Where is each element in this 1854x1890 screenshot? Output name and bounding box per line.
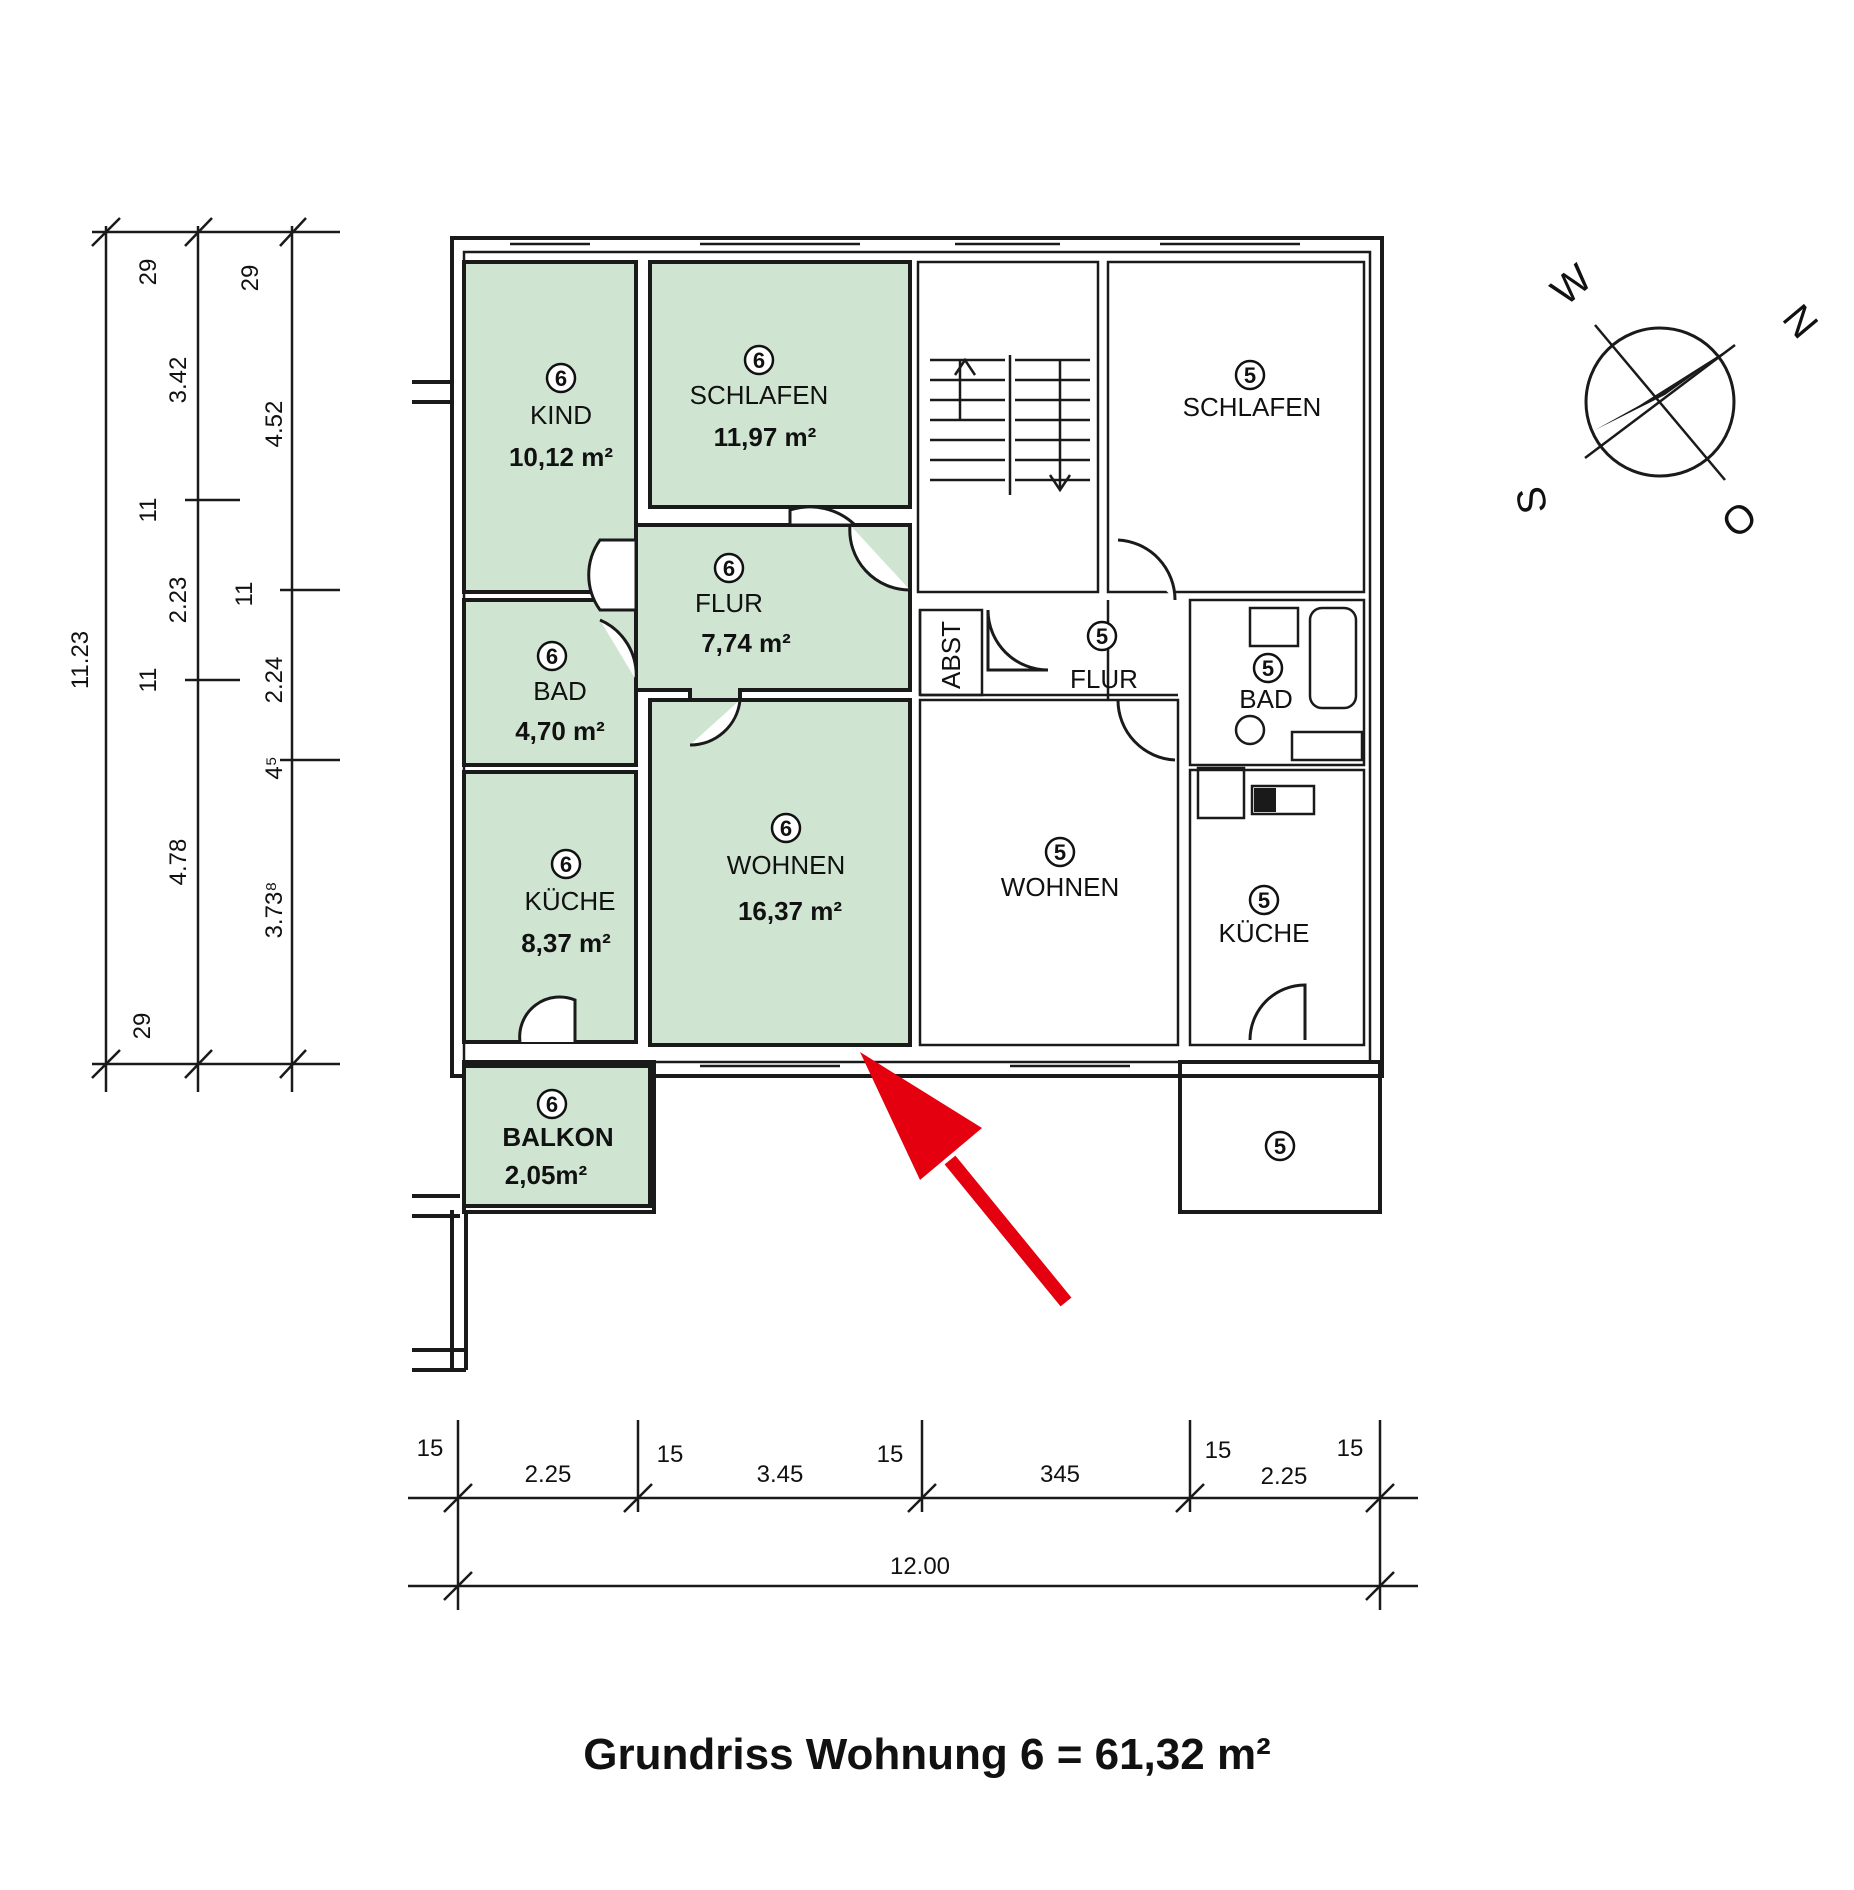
room-name-schlafen-6: SCHLAFEN [690, 380, 829, 410]
room-name-kueche-5: KÜCHE [1218, 918, 1309, 948]
unit-badge: 5 [1244, 363, 1256, 388]
room-labels-5: 5 SCHLAFEN 5 FLUR 5 BAD 5 WOHNEN 5 KÜCHE… [1001, 359, 1322, 1162]
unit-badge: 5 [1054, 840, 1066, 865]
red-arrow-icon [860, 1052, 1072, 1307]
dim-left-mid: 29 [135, 259, 162, 286]
room-labels-6: 6 KIND 10,12 m² 6 SCHLAFEN 11,97 m² 6 FL… [502, 344, 845, 1190]
unit-badge: 6 [753, 348, 765, 373]
room-name-bad-6: BAD [533, 676, 586, 706]
unit-badge: 6 [555, 366, 567, 391]
compass-n-label: N [1774, 296, 1826, 346]
dim-bottom-total: 12.00 [890, 1553, 950, 1580]
apartment-6 [462, 260, 912, 1208]
room-name-wohnen-6: WOHNEN [727, 850, 845, 880]
dim-left-mid: 3.42 [165, 357, 192, 404]
room-kind [462, 260, 638, 594]
dim-left-inner: 4.52 [261, 401, 288, 448]
unit-badge: 6 [723, 556, 735, 581]
room-name-flur-6: FLUR [695, 588, 763, 618]
dim-bottom: 3.45 [757, 1461, 804, 1488]
unit-badge: 6 [780, 816, 792, 841]
room-area-flur-6: 7,74 m² [701, 628, 791, 658]
dim-left-inner: 29 [237, 265, 264, 292]
room-area-balkon-6: 2,05m² [505, 1160, 588, 1190]
stairwell [916, 260, 1100, 594]
unit-badge: 5 [1262, 656, 1274, 681]
unit-badge: 5 [1096, 624, 1108, 649]
room-area-wohnen-6: 16,37 m² [738, 896, 842, 926]
plan-caption: Grundriss Wohnung 6 = 61,32 m² [583, 1730, 1271, 1779]
dim-left-inner: 11 [231, 582, 258, 607]
dim-left-inner: 2.24 [261, 657, 288, 704]
compass-s-label: S [1508, 483, 1556, 517]
compass-o-label: O [1714, 493, 1766, 547]
unit-badge: 6 [546, 1092, 558, 1117]
unit-badge: 6 [560, 852, 572, 877]
compass-icon: W N S O [1508, 256, 1826, 547]
dim-left-mid: 4.78 [165, 839, 192, 886]
dim-bottom: 15 [1337, 1435, 1364, 1462]
room-area-kind: 10,12 m² [509, 442, 613, 472]
dim-bottom: 2.25 [1261, 1463, 1308, 1490]
room-area-kueche-6: 8,37 m² [521, 928, 611, 958]
room-name-wohnen-5: WOHNEN [1001, 872, 1119, 902]
dim-left-inner: 4⁵ [261, 756, 288, 779]
unit-badge: 6 [546, 644, 558, 669]
room-area-schlafen-6: 11,97 m² [714, 422, 817, 452]
bottom-dimensions: 15 2.25 15 3.45 15 345 15 2.25 15 12.00 [408, 1420, 1418, 1610]
dim-left-mid: 11 [135, 498, 162, 523]
room-wohnen-6 [648, 698, 912, 1047]
dim-left-mid: 29 [129, 1013, 156, 1040]
dim-left-mid: 2.23 [165, 577, 192, 624]
dim-left-mid: 11 [135, 668, 162, 693]
room-name-kind: KIND [530, 400, 592, 430]
room-area-bad-6: 4,70 m² [515, 716, 605, 746]
left-dimensions: 11.23 29 3.42 11 2.23 11 4.78 29 29 4.52… [67, 217, 340, 1092]
apartment-5 [918, 260, 1366, 1047]
dim-bottom: 345 [1040, 1461, 1080, 1488]
unit-badge: 5 [1274, 1134, 1286, 1159]
room-name-balkon-6: BALKON [502, 1122, 613, 1152]
room-name-bad-5: BAD [1239, 684, 1292, 714]
dim-bottom: 2.25 [525, 1461, 572, 1488]
unit-badge: 5 [1258, 888, 1270, 913]
dim-bottom: 15 [417, 1435, 444, 1462]
compass-w-label: W [1543, 256, 1600, 314]
dim-left-outer: 11.23 [67, 631, 94, 689]
dim-bottom: 15 [657, 1441, 684, 1468]
dim-left-inner: 3.73⁸ [261, 882, 288, 939]
room-name-schlafen-5: SCHLAFEN [1183, 392, 1322, 422]
building-walls [412, 236, 1384, 1372]
room-schlafen-6 [648, 260, 912, 509]
room-name-flur-5: FLUR [1070, 664, 1138, 694]
room-balkon-6 [462, 1064, 652, 1208]
abst-label: ABST [936, 621, 966, 689]
dim-bottom: 15 [1205, 1437, 1232, 1464]
dim-bottom: 15 [877, 1441, 904, 1468]
room-name-kueche-6: KÜCHE [524, 886, 615, 916]
